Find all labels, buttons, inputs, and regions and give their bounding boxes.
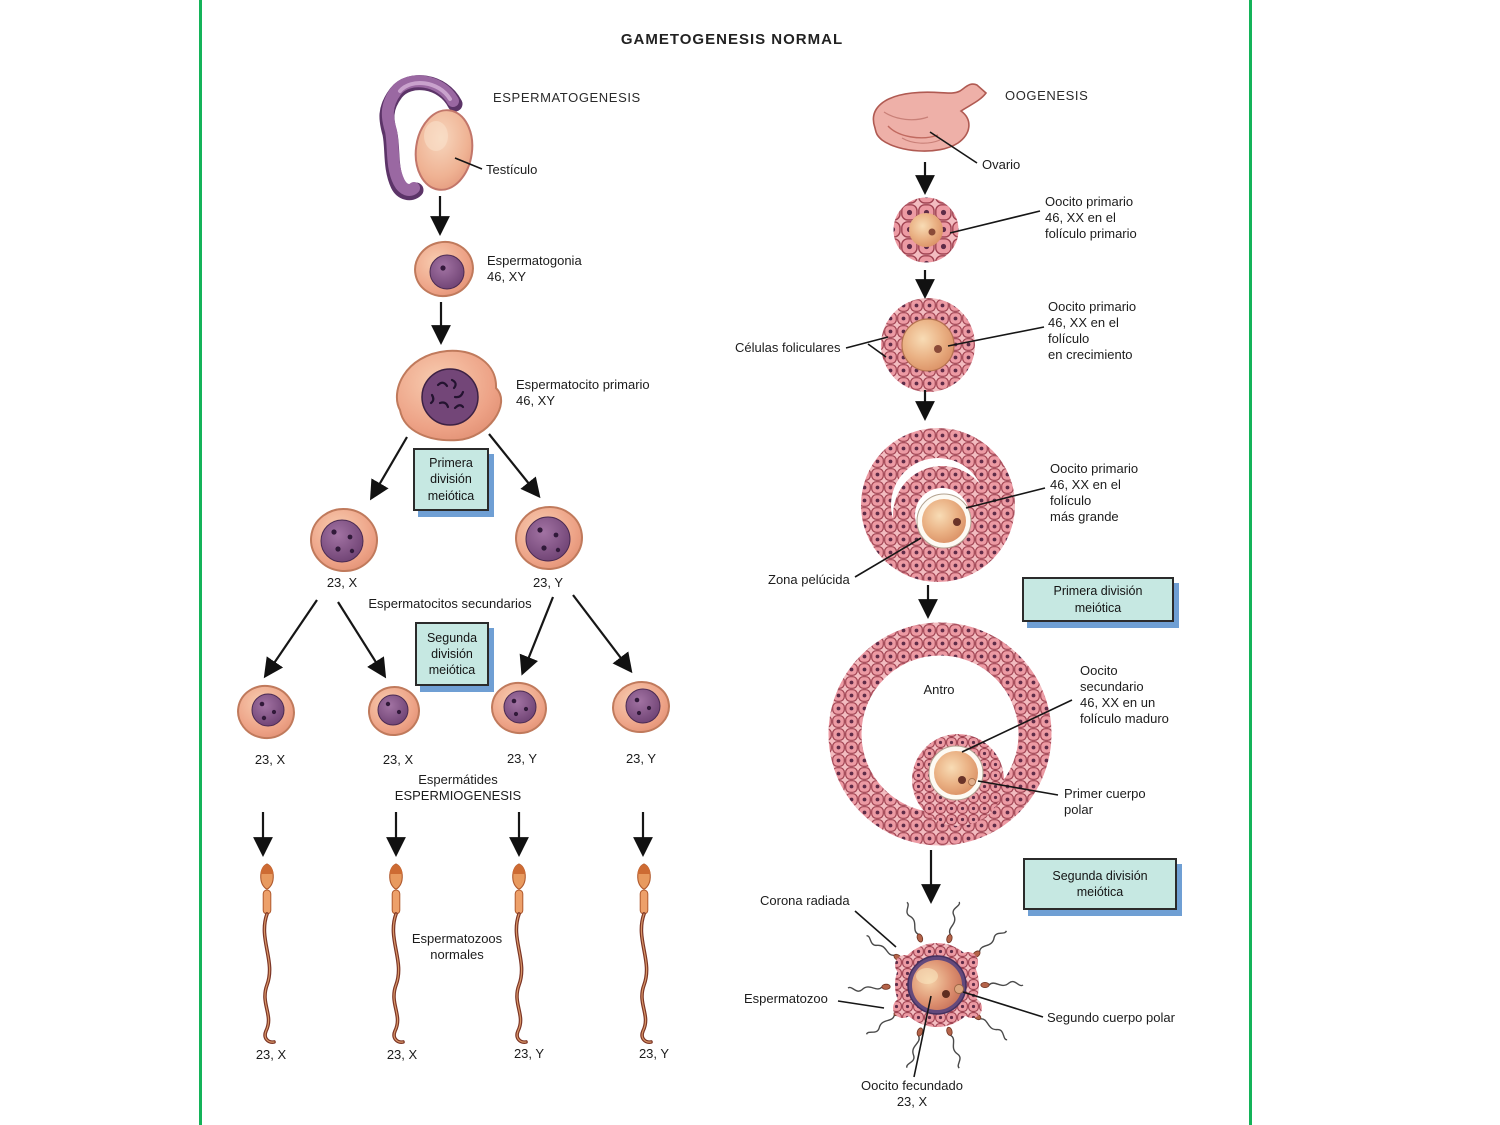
chromosomes: [429, 378, 465, 410]
label-espermatide-3: 23, Y: [506, 751, 538, 766]
label-zona-pelucida: Zona pelúcida: [768, 572, 850, 587]
testis-illustration: [379, 75, 474, 201]
label-23x-secundario: 23, X: [326, 575, 358, 590]
leader-lines: [454, 131, 1073, 1078]
green-rule-right: [1249, 0, 1252, 1125]
first-polar-body: [968, 778, 976, 786]
secondary-spermatocyte-cells: [310, 505, 583, 573]
label-testiculo: Testículo: [486, 162, 538, 177]
label-oocito-fecundado: Oocito fecundado 23, X: [861, 1078, 963, 1109]
second-polar-body: [954, 984, 964, 994]
growing-follicle: [881, 298, 975, 392]
label-corona-radiada: Corona radiada: [760, 893, 850, 908]
label-espermatozoo-1: 23, X: [255, 1047, 287, 1062]
label-celulas-foliculares: Células foliculares: [735, 340, 841, 355]
oogenesis-heading: OOGENESIS: [1005, 88, 1089, 103]
label-oocito-primario-1: Oocito primario 46, XX en el folículo pr…: [1045, 194, 1137, 241]
box-primera-division-sperm: Primera división meiótica: [413, 448, 489, 511]
label-23y-secundario: 23, Y: [532, 575, 564, 590]
mature-follicle: [828, 622, 1052, 846]
spermatid-cells: [237, 680, 670, 740]
box-segunda-division-sperm: Segunda división meiótica: [415, 622, 489, 686]
label-primer-cuerpo-polar: Primer cuerpo polar: [1064, 786, 1146, 817]
label-espermatocitos-secundarios: Espermatocitos secundarios: [368, 596, 532, 611]
box-segunda-division-oo: Segunda división meiótica: [1023, 858, 1177, 910]
spermatogonia-cell: [414, 240, 474, 298]
label-espermatozoo-2: 23, X: [386, 1047, 418, 1062]
primary-follicle: [893, 197, 959, 263]
fertilized-oocyte: [847, 900, 1024, 1070]
label-espermatides: Espermátides: [418, 772, 498, 787]
label-oocito-primario-2: Oocito primario 46, XX en el folículo en…: [1048, 299, 1137, 362]
label-espermiogenesis: ESPERMIOGENESIS: [394, 788, 522, 803]
label-espermatide-2: 23, X: [382, 752, 414, 767]
label-oocito-secundario: Oocito secundario 46, XX en un folículo …: [1080, 663, 1169, 726]
flow-arrows: [253, 162, 941, 904]
label-ovario: Ovario: [982, 157, 1021, 172]
label-espermatozoo-4: 23, Y: [638, 1046, 670, 1061]
page-title: GAMETOGENESIS NORMAL: [620, 31, 844, 48]
label-espermatozoo-3: 23, Y: [513, 1046, 545, 1061]
label-segundo-cuerpo-polar: Segundo cuerpo polar: [1047, 1010, 1175, 1025]
label-oocito-primario-3: Oocito primario 46, XX en el folículo má…: [1050, 461, 1139, 524]
label-espermatozoo: Espermatozoo: [744, 991, 828, 1006]
label-espermatide-1: 23, X: [254, 752, 286, 767]
label-antro: Antro: [923, 682, 955, 697]
label-espermatozoos-normales: Espermatozoos normales: [411, 931, 503, 962]
ovary-illustration: [872, 83, 988, 152]
label-espermatocito-primario: Espermatocito primario 46, XY: [516, 377, 650, 408]
spermatogenesis-heading: ESPERMATOGENESIS: [493, 90, 641, 105]
green-rule-left: [199, 0, 202, 1125]
larger-follicle: [861, 428, 1015, 582]
primary-spermatocyte-cell: [395, 349, 503, 442]
label-espermatide-4: 23, Y: [625, 751, 657, 766]
box-primera-division-oo: Primera división meiótica: [1022, 577, 1174, 622]
label-espermatogonia: Espermatogonia 46, XY: [487, 253, 582, 284]
